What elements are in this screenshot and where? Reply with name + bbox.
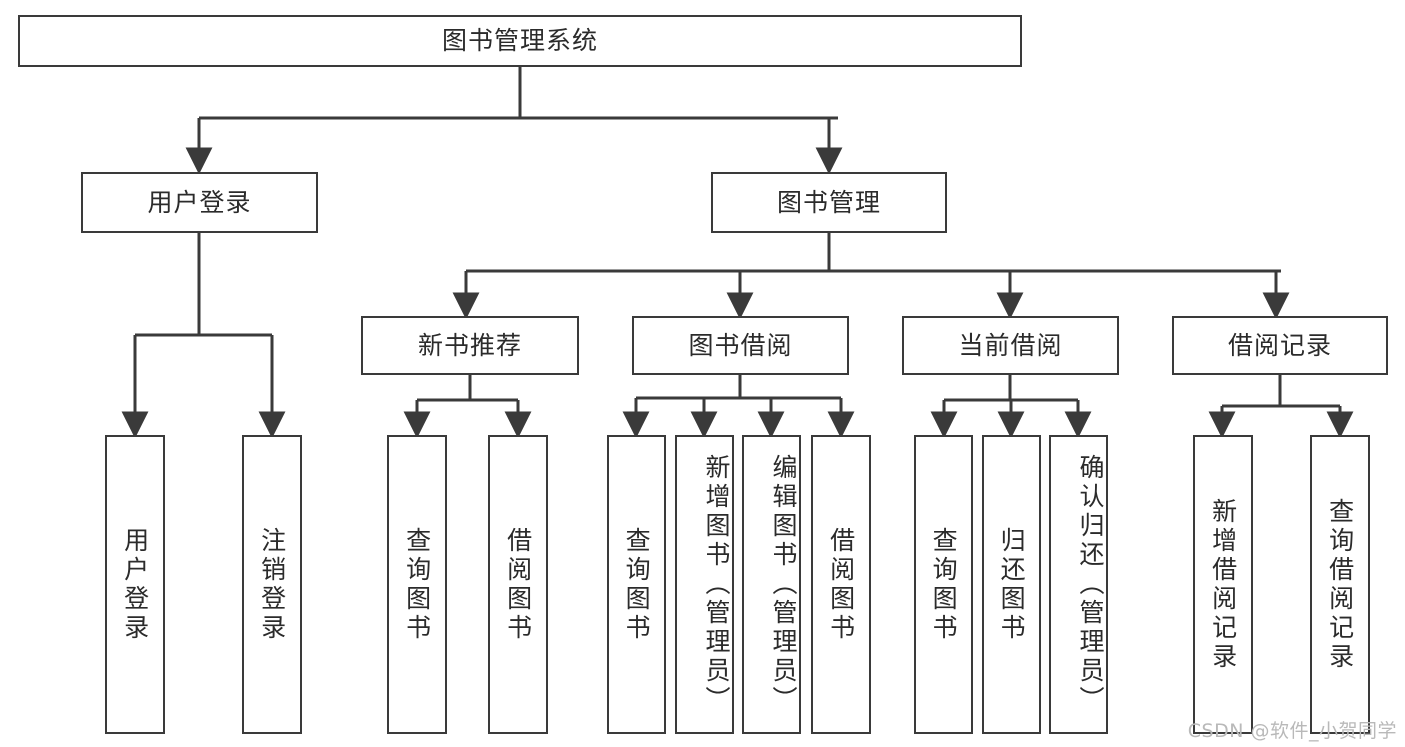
leaf-current-return-books[interactable]: 归还图书 — [982, 435, 1041, 734]
csdn-watermark: CSDN @软件_小贺同学 — [1187, 720, 1397, 742]
node-label: 图书借阅 — [688, 330, 793, 360]
node-borrowing-record[interactable]: 借阅记录 — [1172, 316, 1388, 375]
node-user-login[interactable]: 用户登录 — [81, 172, 318, 233]
node-label: 查询图书 — [622, 526, 652, 643]
node-new-book-recommendation[interactable]: 新书推荐 — [361, 316, 579, 375]
node-label: 借阅图书 — [826, 526, 856, 643]
node-label: 查询图书 — [402, 526, 432, 643]
leaf-new-book-query-books[interactable]: 查询图书 — [387, 435, 447, 734]
node-label: 借阅记录 — [1227, 330, 1332, 360]
node-label: 归还图书 — [997, 526, 1027, 643]
leaf-borrow-query-books[interactable]: 查询图书 — [607, 435, 666, 734]
node-label: 图书管理系统 — [441, 26, 598, 56]
node-book-management[interactable]: 图书管理 — [711, 172, 947, 233]
node-label: 新增借阅记录 — [1208, 497, 1238, 672]
leaf-user-login-login[interactable]: 用户登录 — [105, 435, 165, 734]
node-label: 编辑图书（管理员） — [769, 454, 798, 715]
node-label: 用户登录 — [147, 187, 252, 217]
node-label: 借阅图书 — [503, 526, 533, 643]
node-label: 注销登录 — [257, 526, 287, 643]
leaf-record-add-borrow-record[interactable]: 新增借阅记录 — [1193, 435, 1253, 734]
leaf-borrow-borrow-books[interactable]: 借阅图书 — [811, 435, 871, 734]
node-label: 查询图书 — [929, 526, 959, 643]
node-label: 用户登录 — [120, 526, 150, 643]
node-label: 当前借阅 — [958, 330, 1063, 360]
node-label: 新书推荐 — [417, 330, 522, 360]
leaf-borrow-edit-book-admin[interactable]: 编辑图书（管理员） — [742, 435, 801, 734]
node-label: 新增图书（管理员） — [702, 454, 731, 715]
node-book-borrowing[interactable]: 图书借阅 — [632, 316, 849, 375]
leaf-current-query-books[interactable]: 查询图书 — [914, 435, 973, 734]
node-label: 查询借阅记录 — [1325, 497, 1355, 672]
node-label: 确认归还（管理员） — [1076, 454, 1105, 715]
leaf-current-confirm-return-admin[interactable]: 确认归还（管理员） — [1049, 435, 1108, 734]
leaf-user-login-logout[interactable]: 注销登录 — [242, 435, 302, 734]
leaf-borrow-add-book-admin[interactable]: 新增图书（管理员） — [675, 435, 734, 734]
node-label: 图书管理 — [776, 187, 881, 217]
node-root-book-management-system[interactable]: 图书管理系统 — [18, 15, 1022, 67]
leaf-new-book-borrow-books[interactable]: 借阅图书 — [488, 435, 548, 734]
leaf-record-query-borrow-record[interactable]: 查询借阅记录 — [1310, 435, 1370, 734]
node-current-borrowing[interactable]: 当前借阅 — [902, 316, 1119, 375]
